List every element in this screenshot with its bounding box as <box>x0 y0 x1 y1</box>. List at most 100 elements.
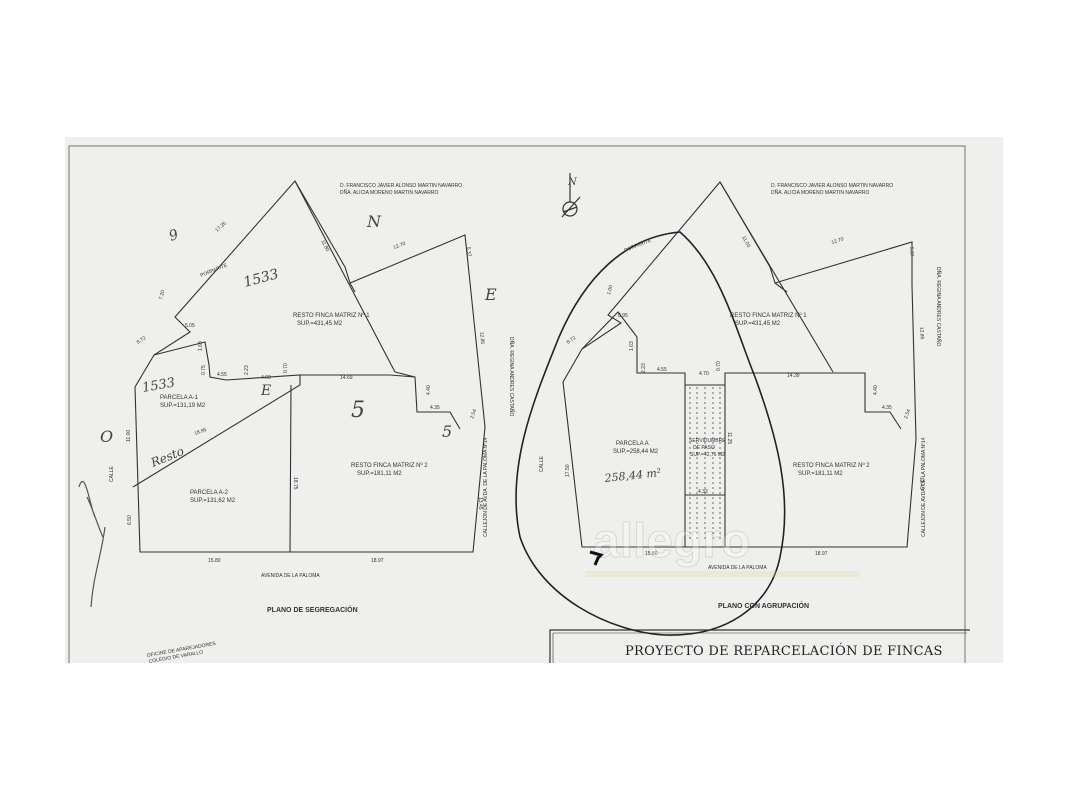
left-dim: 12.85 <box>478 332 485 345</box>
left-right-owner: DÑA. REGINA ANDRES CASTAÑO <box>508 337 515 416</box>
left-dim: 18.97 <box>371 558 384 564</box>
right-parcel-a-label: PARCELA A <box>616 441 649 447</box>
right-street-bottom: AVENIDA DE LA PALOMA <box>708 565 767 571</box>
left-dim: 6.50 <box>127 515 133 525</box>
left-plan-title: PLANO DE SEGREGACIÓN <box>267 605 358 614</box>
handwritten-note: 1533 <box>141 375 176 396</box>
right-interior-lines <box>581 181 902 547</box>
north-arrow-icon <box>561 173 581 218</box>
right-street-right: CALLEJON DE AVDA. DE LA PALOMA Nº14 <box>921 437 927 537</box>
handwritten-note: O <box>100 427 113 446</box>
left-dim: 18.95 <box>194 427 208 437</box>
left-street-bottom: AVENIDA DE LA PALOMA <box>261 573 320 579</box>
handwritten-note: E <box>260 383 271 399</box>
left-resto1-label: RESTO FINCA MATRIZ Nº 1 <box>293 312 370 319</box>
left-dim: 11.80 <box>319 239 330 253</box>
handwritten-note: 5 <box>442 422 452 441</box>
left-interior-lines <box>132 180 461 553</box>
ink-mark <box>589 550 604 566</box>
left-resto2-label: RESTO FINCA MATRIZ Nº 2 <box>351 462 428 469</box>
scanned-plan-sheet: D. FRANCISCO JAVIER ALONSO MARTIN NAVARR… <box>65 137 1003 663</box>
right-dim: 4.70 <box>699 371 709 377</box>
left-plan-outline <box>134 180 486 553</box>
right-dim: 1.63 <box>629 341 635 351</box>
left-dim: 4.40 <box>426 385 432 395</box>
right-dim: 11.03 <box>740 235 751 249</box>
left-parcel-a2-label: PARCELA A-2 <box>190 490 229 496</box>
right-plan <box>562 181 917 548</box>
right-dim: 14.39 <box>787 373 800 379</box>
left-dim: 17.35 <box>214 221 227 234</box>
right-dim: 17.50 <box>565 464 571 477</box>
right-owners-line2: DÑA. ALICIA MORENO MARTIN NAVARRO <box>771 189 869 196</box>
right-dim: 15.80 <box>645 551 658 557</box>
north-letter: N <box>366 212 382 231</box>
left-resto2-area: SUP.=181,11 M2 <box>357 471 402 477</box>
left-dim: 7.20 <box>158 289 166 300</box>
left-dim: 1.63 <box>198 341 204 351</box>
handwritten-note: 9 <box>167 227 181 245</box>
left-parcel-a1-area: SUP.=131,19 M2 <box>160 403 206 409</box>
left-dim: 5.37 <box>465 247 472 258</box>
left-parcel-a2-area: SUP.=131,62 M2 <box>190 498 236 504</box>
left-dim: 15.80 <box>208 558 221 564</box>
right-resto2-label: RESTO FINCA MATRIZ Nº 2 <box>793 462 870 469</box>
right-dim: 0.70 <box>716 361 722 371</box>
right-parcel-a-area: SUP.=258,44 M2 <box>613 449 659 455</box>
left-plan-text: D. FRANCISCO JAVIER ALONSO MARTIN NAVARR… <box>78 183 515 663</box>
right-dim: 18.97 <box>815 551 828 557</box>
handwritten-note: 1533 <box>242 266 281 291</box>
right-plan-outline <box>562 181 917 548</box>
watermark: allegro <box>585 515 860 577</box>
left-owners-line1: D. FRANCISCO JAVIER ALONSO MARTIN NAVARR… <box>340 183 462 189</box>
left-dim: 12.70 <box>393 241 407 251</box>
left-street-top: PORPARITE <box>200 262 229 278</box>
plan-drawing: D. FRANCISCO JAVIER ALONSO MARTIN NAVARR… <box>68 145 970 663</box>
left-dim: 0.70 <box>283 363 289 373</box>
right-plan-title: PLANO CON AGRUPACIÓN <box>718 601 809 610</box>
handwritten-note: E <box>484 285 497 304</box>
right-owners-line1: D. FRANCISCO JAVIER ALONSO MARTIN NAVARR… <box>771 183 893 189</box>
scribble-marks <box>78 480 106 608</box>
right-dim: 8.72 <box>566 335 578 346</box>
servidumbre-label: SERVIDUMBRE <box>689 438 726 444</box>
left-dim: 13.45 <box>477 497 483 510</box>
left-plan <box>132 180 486 553</box>
servidumbre-label: DE PASO <box>693 445 715 451</box>
right-dim: 4.33 <box>698 489 708 495</box>
right-dim: 4.35 <box>882 405 892 411</box>
right-dim: 12.70 <box>831 236 845 246</box>
left-dim: 8.72 <box>136 335 148 346</box>
left-street-left: CALLE <box>109 465 115 482</box>
right-resto2-area: SUP.=181,11 M2 <box>798 471 843 477</box>
left-resto1-area: SUP.=431,45 M2 <box>297 321 343 327</box>
left-parcel-a1-label: PARCELA A-1 <box>160 395 199 401</box>
right-dim: 5.37 <box>908 247 915 257</box>
right-resto1-area: SUP.=431,45 M2 <box>735 321 781 327</box>
handwritten-note: 5 <box>351 398 365 423</box>
right-plan-text: D. FRANCISCO JAVIER ALONSO MARTIN NAVARR… <box>539 183 942 610</box>
right-resto1-label: RESTO FINCA MATRIZ Nº 1 <box>730 312 807 319</box>
right-dim: 1.00 <box>606 284 614 295</box>
right-dim: 2.23 <box>641 363 647 373</box>
left-dim: 4.60 <box>261 375 271 381</box>
left-owners-line2: DÑA. ALICIA MORENO MARTIN NAVARRO <box>340 189 438 196</box>
left-dim: 4.35 <box>430 405 440 411</box>
right-street-top: PORPARITE <box>624 237 653 253</box>
right-dim: 8.95 <box>618 313 628 319</box>
left-street-right: CALLEJON DE AVDA. DE LA PALOMA Nº14 <box>483 437 489 537</box>
left-dim: 11.00 <box>126 430 132 442</box>
watermark-bar <box>585 571 860 577</box>
right-dim: 11.25 <box>726 432 732 444</box>
right-dim: 13.45 <box>918 477 924 490</box>
right-dim: 12.85 <box>918 327 925 340</box>
left-dim: 2.23 <box>244 365 250 375</box>
north-letter: N <box>567 177 578 188</box>
left-dim: 2.54 <box>469 408 478 419</box>
project-title: PROYECTO DE REPARCELACIÓN DE FINCAS <box>625 642 943 659</box>
left-dim: 0.75 <box>201 365 207 375</box>
title-block: PROYECTO DE REPARCELACIÓN DE FINCAS <box>549 629 970 663</box>
right-dim: 2.54 <box>903 408 912 419</box>
left-dim: 18.75 <box>292 477 298 490</box>
right-right-owner: DÑA. REGINA ANDRES CASTAÑO <box>935 267 942 346</box>
